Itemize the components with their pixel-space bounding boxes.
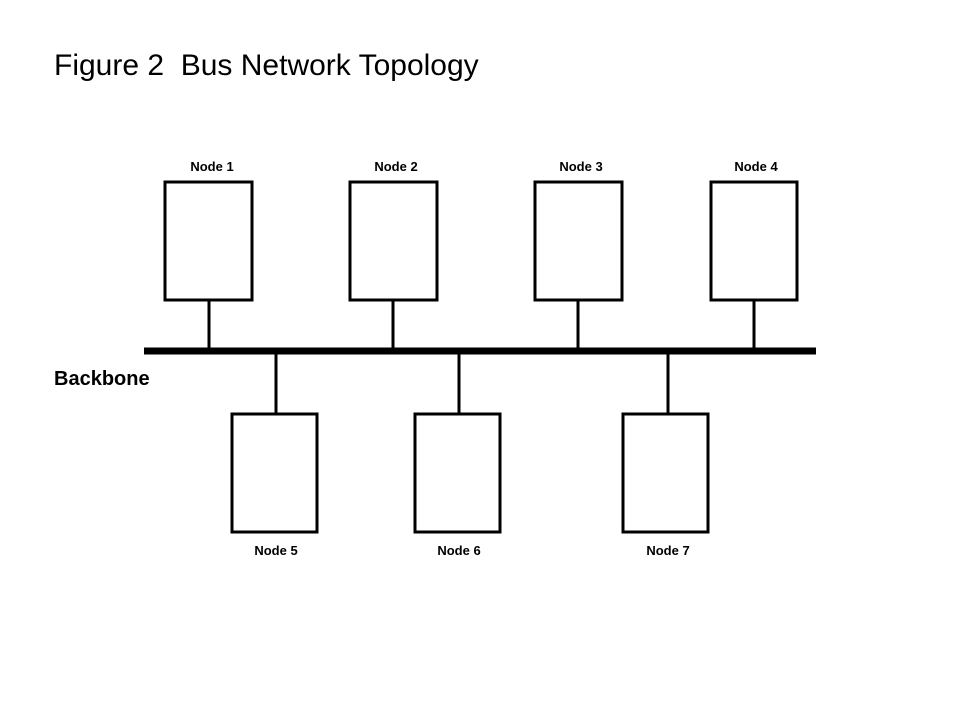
node-box-3[interactable] (533, 180, 624, 302)
node-box-7[interactable] (621, 412, 710, 534)
node-label-7: Node 7 (646, 543, 689, 558)
node-box-1[interactable] (163, 180, 254, 302)
node-label-1: Node 1 (190, 159, 233, 174)
node-box-5[interactable] (230, 412, 319, 534)
node-boxes (163, 180, 799, 534)
node-label-6: Node 6 (437, 543, 480, 558)
node-labels: Node 1 Node 2 Node 3 Node 4 Node 5 Node 6 Node… (190, 159, 778, 558)
backbone-label: Backbone (54, 368, 150, 390)
node-label-2: Node 2 (374, 159, 417, 174)
node-label-3: Node 3 (559, 159, 602, 174)
node-box-4[interactable] (709, 180, 799, 302)
node-box-2[interactable] (348, 180, 439, 302)
node-label-4: Node 4 (734, 159, 778, 174)
node-link-lines (207, 300, 756, 414)
node-label-5: Node 5 (254, 543, 297, 558)
node-box-6[interactable] (413, 412, 502, 534)
figure-title: Figure 2 Bus Network Topology (54, 49, 479, 82)
